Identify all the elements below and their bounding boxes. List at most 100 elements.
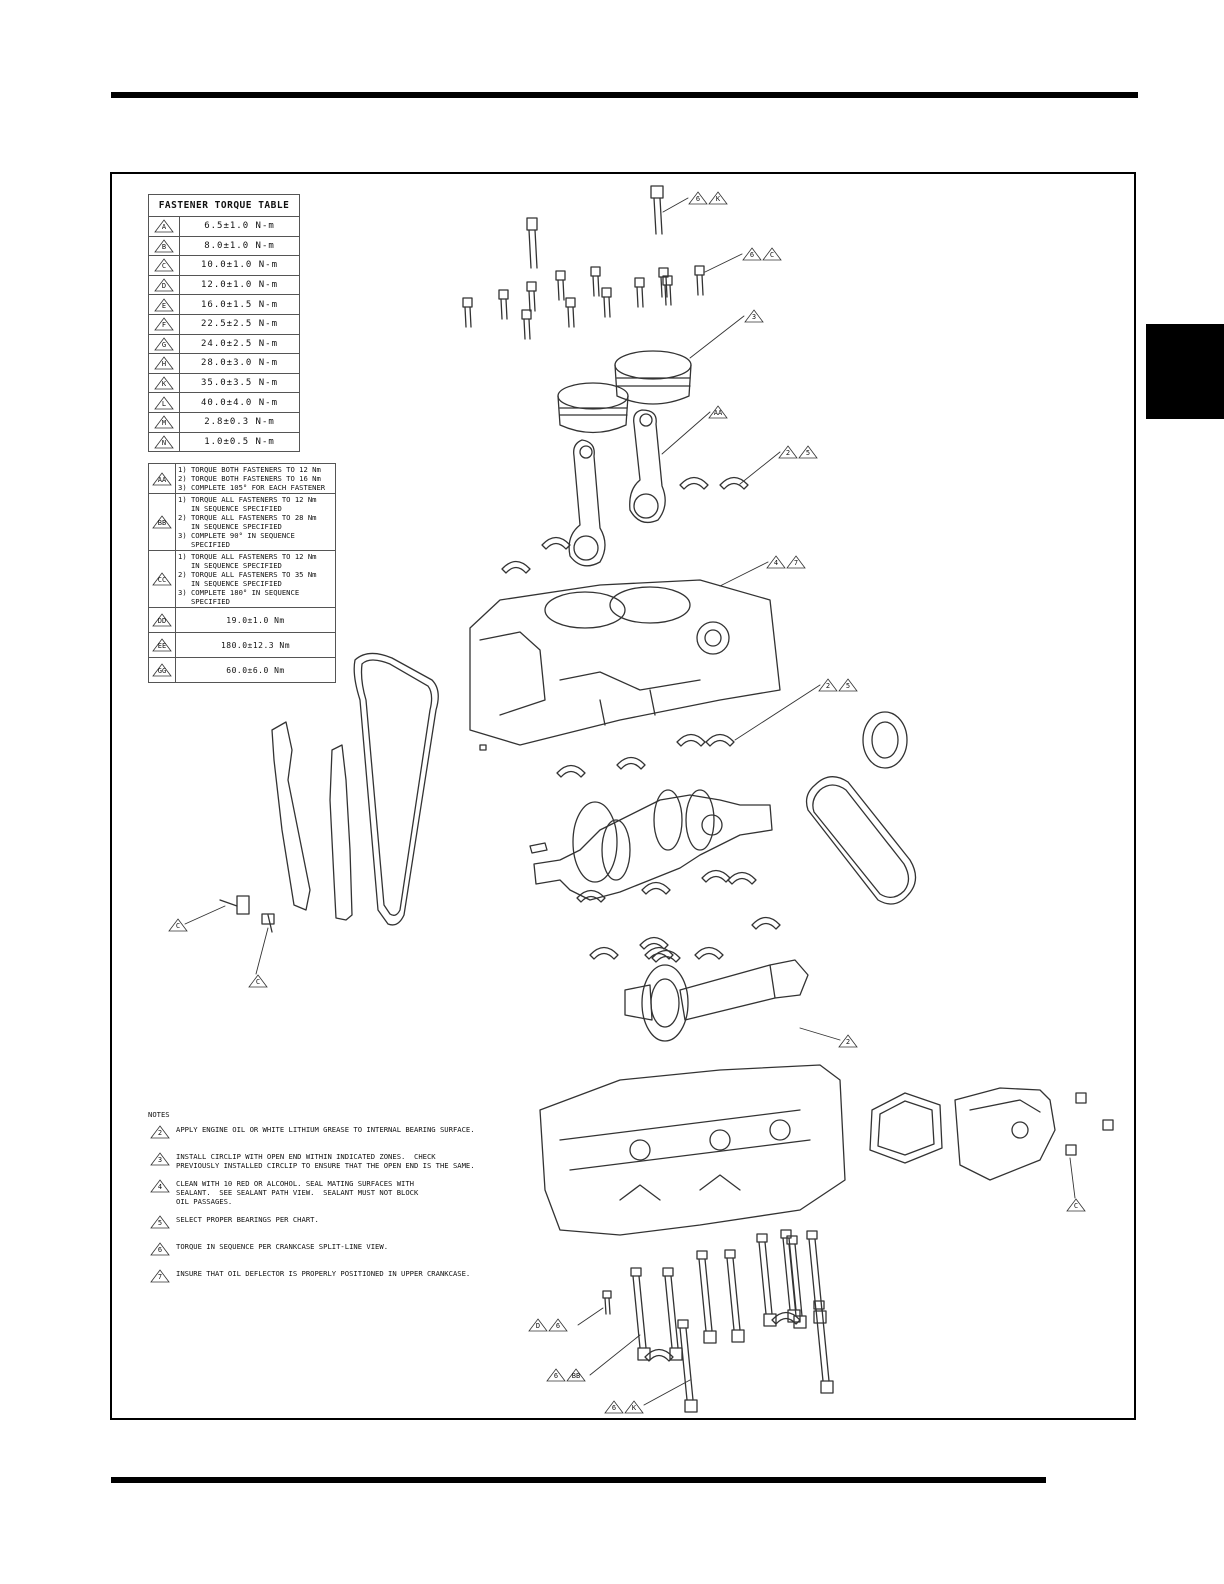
text-line: SPECIFIED (178, 540, 230, 549)
text-line: 1) TORQUE ALL FASTENERS TO 12 Nm (178, 495, 317, 504)
text-line: SEALANT. SEE SEALANT PATH VIEW. SEALANT … (176, 1188, 419, 1197)
sequence-row-cc: CC 1) TORQUE ALL FASTENERS TO 12 Nm IN S… (148, 550, 336, 608)
text-line: SPECIFIED (178, 597, 230, 606)
pistons (557, 350, 692, 434)
text-line: IN SEQUENCE SPECIFIED (178, 504, 282, 513)
upper-crankcase (469, 579, 781, 751)
triangle-icon: 7 (150, 1269, 170, 1283)
callout-conrod: AA (708, 405, 750, 419)
triangle-icon: 4 (150, 1179, 170, 1193)
header-rule (111, 92, 1138, 98)
triangle-icon: 2 (818, 678, 838, 692)
triangle-icon: K (708, 191, 728, 205)
notes-title: NOTES (148, 1110, 170, 1119)
oil-pump-cover (954, 1087, 1056, 1181)
triangle-icon: 6 (548, 1318, 568, 1332)
torque-value: 1.0±0.5 N-m (179, 431, 300, 453)
triangle-icon: 5 (838, 678, 858, 692)
triangle-icon: AA (708, 405, 728, 419)
text-line: 2) TORQUE ALL FASTENERS TO 35 Nm (178, 570, 317, 579)
triangle-icon: M (154, 415, 174, 429)
callout-guide-bolt-1: C (168, 918, 210, 932)
triangle-icon: DD (152, 613, 172, 627)
callout-leaders (184, 197, 1076, 1406)
triangle-icon: C (248, 974, 268, 988)
triangle-icon: 6 (688, 191, 708, 205)
callout-balance-bearing: 2 (838, 1034, 880, 1048)
note-3: 3 INSTALL CIRCLIP WITH OPEN END WITHIN IN… (148, 1152, 518, 1170)
connecting-rods (568, 409, 666, 567)
text-line: 2) TORQUE ALL FASTENERS TO 28 Nm (178, 513, 317, 522)
oil-seal (862, 711, 908, 769)
text-line: OIL PASSAGES. (176, 1197, 233, 1206)
assembly-notes: NOTES 2 APPLY ENGINE OIL OR WHITE LITHIUM… (148, 1110, 518, 1296)
cover-gasket (869, 1092, 943, 1164)
crankshaft (529, 789, 773, 901)
triangle-icon: EE (152, 638, 172, 652)
text-line: INSURE THAT OIL DEFLECTOR IS PROPERLY PO… (176, 1269, 471, 1278)
cam-chain (353, 652, 439, 926)
triangle-icon: B (154, 239, 174, 253)
triangle-icon: E (154, 298, 174, 312)
triangle-icon: D (154, 278, 174, 292)
triangle-icon: C (154, 258, 174, 272)
triangle-icon: 2 (778, 445, 798, 459)
triangle-icon: N (154, 435, 174, 449)
callout-guide-bolt-2: C (248, 974, 290, 988)
triangle-icon: 6 (742, 247, 762, 261)
triangle-icon: 4 (766, 555, 786, 569)
footer-rule (111, 1477, 1046, 1483)
callout-cover-bolt: C (1066, 1198, 1108, 1212)
lower-crankcase (539, 1064, 846, 1236)
triangle-icon: BB (566, 1368, 586, 1382)
chain-guides (219, 721, 353, 933)
text-line: TORQUE IN SEQUENCE PER CRANKCASE SPLIT-L… (176, 1242, 389, 1251)
triangle-icon: BB (152, 515, 172, 529)
triangle-icon: GG (152, 663, 172, 677)
sequence-row-gg: GG 60.0±6.0 Nm (148, 657, 336, 683)
triangle-icon: C (168, 918, 188, 932)
triangle-icon: 6 (604, 1400, 624, 1414)
triangle-icon: 2 (838, 1034, 858, 1048)
triangle-icon: H (154, 356, 174, 370)
text-line: 3) COMPLETE 180° IN SEQUENCE (178, 588, 300, 597)
triangle-icon: AA (152, 471, 172, 486)
crankcase-bolts-upper (462, 185, 705, 340)
triangle-icon: F (154, 317, 174, 331)
text-line: IN SEQUENCE SPECIFIED (178, 561, 282, 570)
bearing-shells (501, 476, 801, 1362)
text-line: APPLY ENGINE OIL OR WHITE LITHIUM GREASE… (176, 1125, 475, 1134)
text-line: 3) COMPLETE 105° FOR EACH FASTENER (178, 483, 326, 492)
chapter-tab (1146, 324, 1224, 419)
triangle-icon: 3 (150, 1152, 170, 1166)
diagram-frame (110, 172, 1136, 1420)
note-2: 2 APPLY ENGINE OIL OR WHITE LITHIUM GREAS… (148, 1125, 518, 1143)
cover-bolts (1065, 1092, 1114, 1156)
text-line: INSTALL CIRCLIP WITH OPEN END WITHIN IND… (176, 1152, 436, 1161)
crankcase-bolts-lower (602, 1229, 834, 1413)
text-line: PREVIOUSLY INSTALLED CIRCLIP TO ENSURE T… (176, 1161, 475, 1170)
text-line: SELECT PROPER BEARINGS PER CHART. (176, 1215, 319, 1224)
text-line: IN SEQUENCE SPECIFIED (178, 522, 282, 531)
triangle-icon: 6 (546, 1368, 566, 1382)
triangle-icon: 2 (150, 1125, 170, 1139)
triangle-icon: K (624, 1400, 644, 1414)
note-7: 7 INSURE THAT OIL DEFLECTOR IS PROPERLY P… (148, 1269, 518, 1287)
